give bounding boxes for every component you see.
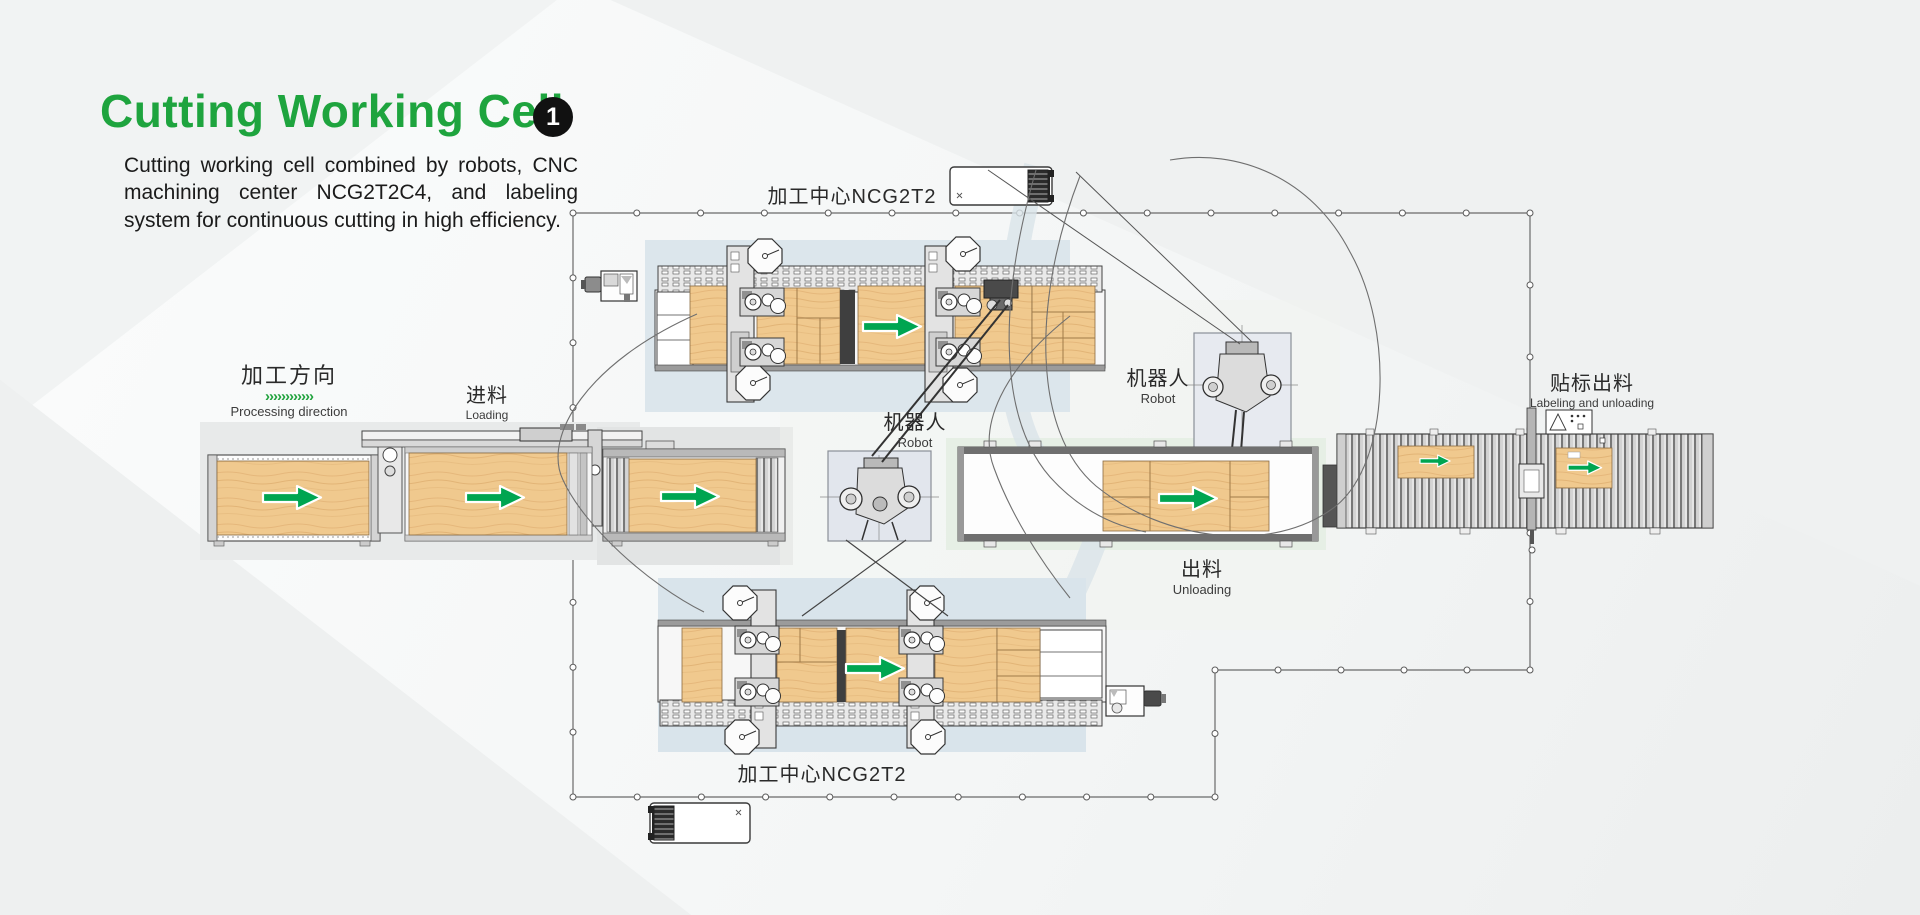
robot-right-en: Robot (1140, 391, 1176, 406)
vacuum-pump-bottom (1105, 685, 1166, 717)
label-robot-center: 机器人 Robot (865, 406, 965, 450)
processing-direction-en: Processing direction (230, 404, 348, 419)
control-cabinet-top (949, 166, 1054, 206)
saw-head-icon (724, 719, 760, 755)
label-unloading: 出料 Unloading (1152, 553, 1252, 597)
unloading-en: Unloading (1172, 582, 1232, 597)
saw-aggregate-icon (935, 287, 983, 317)
saw-head-icon (747, 238, 783, 274)
label-machining-center-bottom: 加工中心NCG2T2 (722, 758, 922, 787)
labeling-conveyor (1322, 428, 1714, 535)
label-machining-center-top: 加工中心NCG2T2 (752, 180, 952, 209)
vacuum-pump-top (581, 270, 638, 302)
label-processing-direction: 加工方向 ›››››››››››› Processing direction (201, 358, 377, 419)
saw-aggregate-icon (898, 625, 946, 655)
cnc-machine-top (645, 236, 1106, 412)
robot-center-zh: 机器人 (883, 412, 947, 434)
robot-right-zh: 机器人 (1126, 368, 1190, 390)
robot-arm-lines (801, 169, 1253, 617)
label-loading: 进料 Loading (437, 379, 537, 422)
loading-zh: 进料 (466, 385, 508, 407)
control-cabinet-bottom (648, 802, 751, 844)
labeling-unloading-zh: 贴标出料 (1550, 373, 1634, 395)
robot-center-en: Robot (897, 435, 933, 450)
robot-center-cell (820, 450, 939, 542)
saw-head-icon (722, 585, 758, 621)
chevron-arrows-icon: ›››››››››››› (265, 388, 314, 405)
machining-center-bottom-zh: 加工中心NCG2T2 (737, 764, 907, 786)
page-title: Cutting Working Cell (100, 85, 565, 137)
saw-aggregate-icon (734, 625, 782, 655)
machining-center-top-zh: 加工中心NCG2T2 (767, 186, 937, 208)
label-robot-right: 机器人 Robot (1108, 362, 1208, 406)
saw-aggregate-icon (898, 677, 946, 707)
unloading-conveyor (957, 440, 1319, 548)
saw-head-icon (910, 719, 946, 755)
labeling-unloading-en: Labeling and unloading (1529, 396, 1655, 410)
step-badge: 1 (533, 97, 573, 137)
loading-en: Loading (465, 408, 509, 422)
saw-aggregate-icon (935, 337, 983, 367)
saw-aggregate-icon (739, 287, 787, 317)
labeler-machine (1518, 407, 1606, 554)
processing-direction-zh: 加工方向 (240, 363, 337, 388)
saw-head-icon (945, 236, 981, 272)
saw-aggregate-icon (739, 337, 787, 367)
label-labeling-unloading: 贴标出料 Labeling and unloading (1492, 367, 1692, 410)
loading-gantry (361, 424, 643, 534)
page-description: Cutting working cell combined by robots,… (124, 154, 578, 232)
saw-aggregate-icon (734, 677, 782, 707)
saw-head-icon (942, 367, 978, 403)
saw-head-icon (735, 365, 771, 401)
work-envelope-curves (557, 156, 1381, 613)
unloading-zh: 出料 (1181, 559, 1223, 581)
